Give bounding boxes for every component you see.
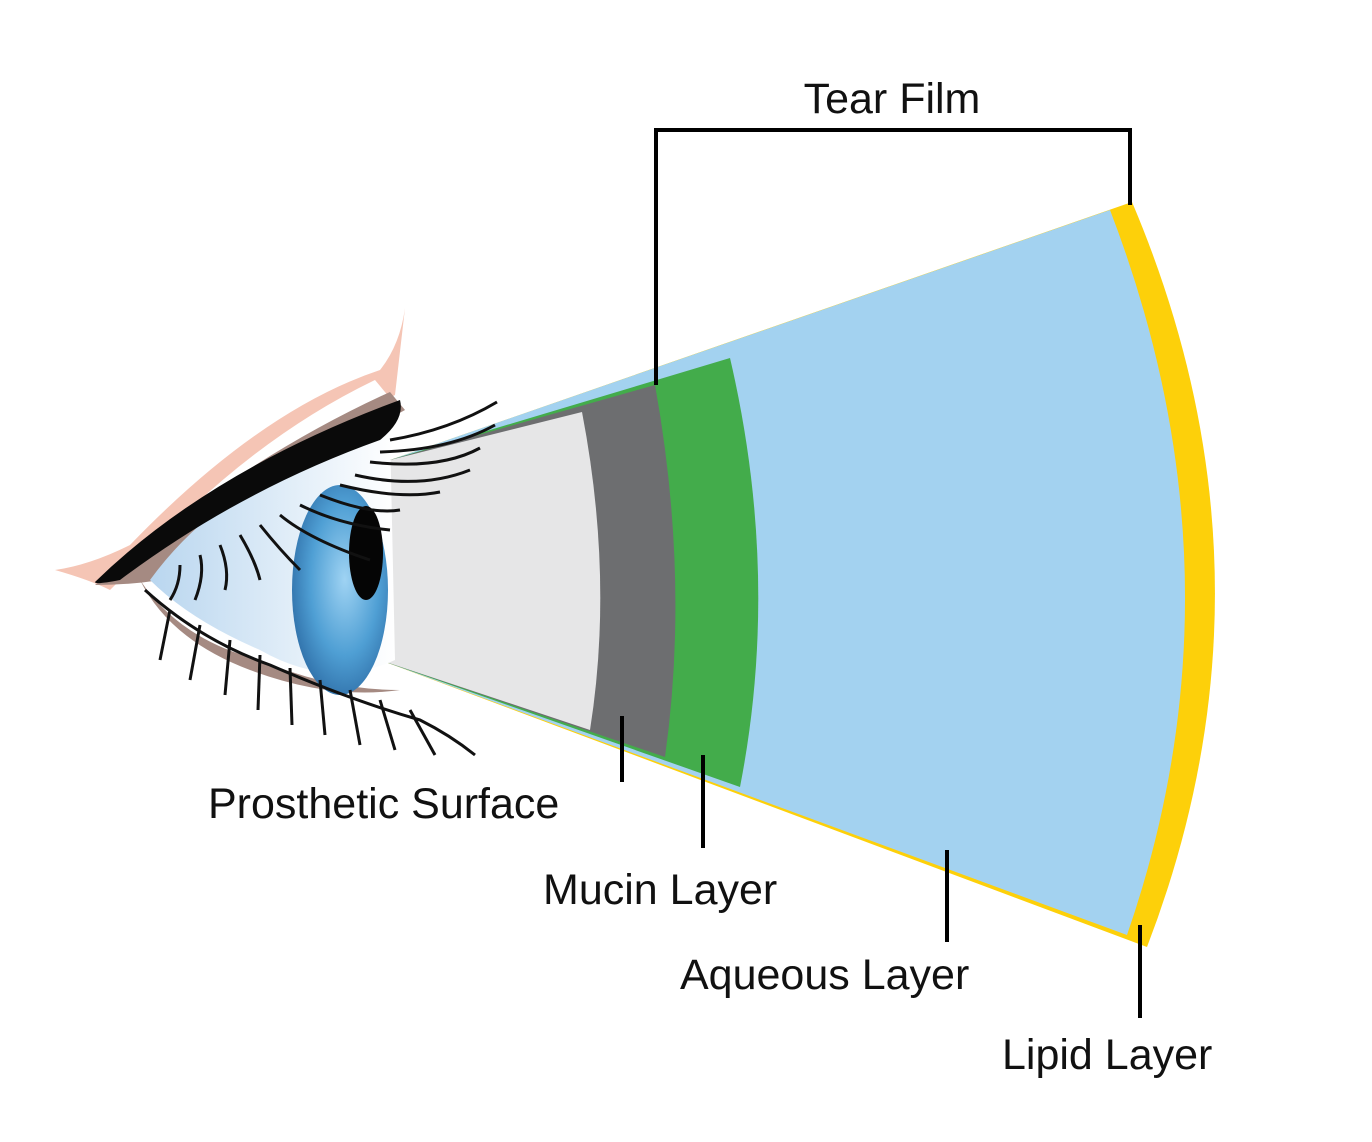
aqueous-layer: [380, 210, 1186, 935]
eye-illustration: [55, 308, 498, 757]
aqueous-layer-label: Aqueous Layer: [680, 951, 969, 999]
upper-lashes: [168, 400, 498, 601]
lipid-layer-label: Lipid Layer: [1002, 1031, 1212, 1079]
tear-film-bracket: [654, 128, 1132, 385]
mucin-layer-label: Mucin Layer: [543, 866, 777, 914]
prosthetic-surface-label: Prosthetic Surface: [208, 780, 559, 828]
prosthetic-surface: [380, 412, 601, 730]
lower-lashes: [143, 588, 476, 757]
tear-film-label: Tear Film: [804, 75, 981, 123]
